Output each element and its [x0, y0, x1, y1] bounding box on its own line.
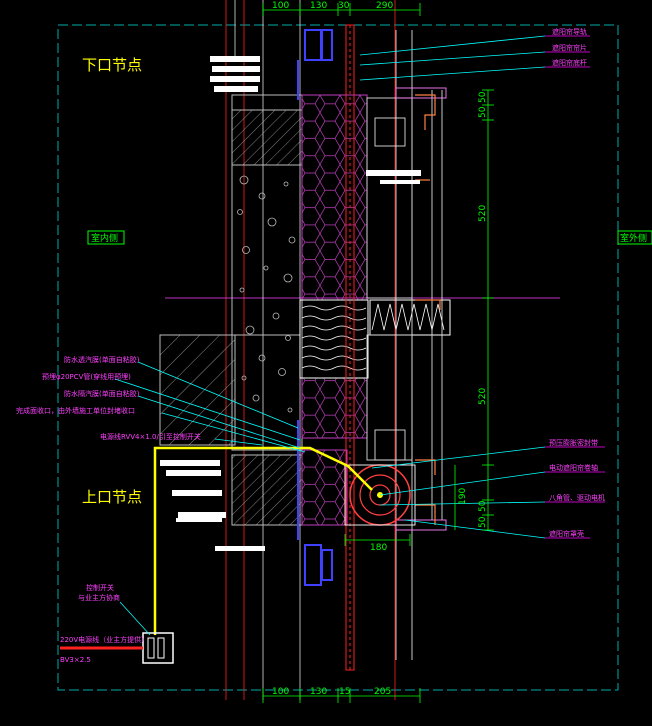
dim-lower-width: 180: [370, 543, 387, 553]
dim-top: 100 130 30 290: [272, 1, 393, 11]
dim-right-upper-2: 520: [478, 205, 488, 222]
dim-right-upper-1: 50: [478, 106, 488, 118]
dim-top-1: 130: [310, 1, 327, 11]
callout-switch-0: 控制开关: [86, 583, 114, 592]
reference-lines: [234, 0, 301, 700]
outdoor-tag-box: [617, 230, 652, 245]
facade-frame: [366, 30, 447, 660]
leaders-left: [114, 361, 306, 636]
callout-l-3: 完成面收口，由外墙施工单位封堵收口: [16, 406, 135, 415]
callout-power-1: BV3×2.5: [60, 656, 91, 664]
title-upper-node: 上口节点: [82, 488, 142, 506]
callout-rb-1: 电动遮阳帘卷轴: [549, 463, 598, 472]
dim-bottom-3: 205: [374, 687, 391, 697]
callouts-right-top: 遮阳帘导轨 遮阳帘帘片 遮阳帘底杆: [552, 27, 587, 67]
indoor-tag-box: [87, 230, 125, 245]
callout-l-1: 预埋φ20PCV管(穿线用预埋): [42, 372, 131, 381]
callout-rt-1: 遮阳帘帘片: [552, 43, 587, 52]
dim-right-upper-0: 50: [478, 91, 488, 103]
callout-cable: 电源线RVV4×1.0/引至控制开关: [100, 432, 201, 441]
callout-rt-2: 遮阳帘底杆: [552, 58, 587, 67]
callout-rules: [545, 35, 605, 539]
callout-l-0: 防水透汽膜(单面自粘胶): [64, 355, 140, 364]
leaders-right: [359, 35, 546, 539]
callout-rb-0: 预压膨胀密封带: [549, 438, 598, 447]
callout-power-0: 220V电源线（业主方提供）: [60, 635, 148, 644]
cable-route: [153, 446, 373, 635]
dim-bottom-1: 130: [310, 687, 327, 697]
callout-switch-1: 与业主方协商: [78, 593, 120, 602]
title-lower-node: 下口节点: [82, 56, 142, 74]
concrete-wall: [231, 94, 303, 526]
dim-right-lower-2: 50: [478, 500, 488, 512]
callout-rt-0: 遮阳帘导轨: [552, 27, 587, 36]
outdoor-tag: 室外侧: [620, 232, 647, 244]
dim-right-lower-3: 50: [478, 516, 488, 528]
dim-right-lower-1: 190: [458, 488, 468, 505]
dim-bottom-0: 100: [272, 687, 289, 697]
callout-rb-2: 八角管、驱动电机: [549, 493, 605, 502]
dim-top-2: 30: [338, 1, 350, 11]
label-blocks: [160, 56, 421, 551]
dim-right-lower-0: 520: [478, 388, 488, 405]
dim-right: 50 50 520 520 190 50 50 180: [370, 91, 488, 553]
red-cladding: [345, 24, 355, 671]
callouts-left: 防水透汽膜(单面自粘胶) 预埋φ20PCV管(穿线用预埋) 防水隔汽膜(单面自粘…: [16, 355, 201, 664]
dim-bottom: 100 130 15 205: [272, 687, 391, 697]
callout-l-2: 防水隔汽膜(单面自粘胶): [64, 389, 140, 398]
window-frames: [297, 29, 333, 586]
callouts-right-bottom: 预压膨胀密封带 电动遮阳帘卷轴 八角管、驱动电机 遮阳帘罩壳: [549, 438, 605, 538]
floor-slab: [159, 334, 300, 446]
dim-top-3: 290: [376, 1, 393, 11]
dim-lines: [262, 3, 494, 703]
switch-box: [60, 632, 174, 664]
dim-top-0: 100: [272, 1, 289, 11]
insulation: [299, 94, 451, 526]
roller-motor: [344, 464, 416, 526]
dim-bottom-2: 15: [339, 687, 350, 697]
callout-rb-3: 遮阳帘罩壳: [549, 529, 584, 538]
indoor-tag: 室内侧: [91, 232, 118, 244]
